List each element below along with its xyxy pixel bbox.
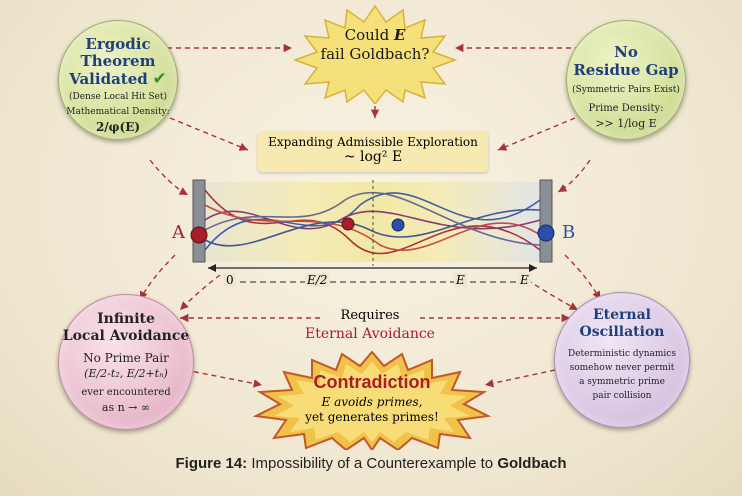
- endpoint-label-a: A: [172, 222, 185, 243]
- question-text: Could E fail Goldbach?: [300, 26, 450, 64]
- right-wall: [539, 179, 553, 263]
- avoidance-title-line2: Local Avoidance: [62, 328, 190, 344]
- left-wall: [192, 179, 206, 263]
- ergodic-density-label: Mathematical Density:: [66, 107, 170, 117]
- ergodic-density-value: 2/φ(E): [95, 120, 141, 134]
- oscillation-line2: somehow never permit: [569, 363, 675, 373]
- particle-b: [537, 224, 555, 242]
- avoidance-title-line1: Infinite: [97, 311, 155, 327]
- contradiction-starburst: [252, 350, 492, 450]
- oscillation-line1: Deterministic dynamics: [568, 349, 676, 359]
- axis-tick-e-end: E: [518, 273, 531, 287]
- eternal-oscillation-bubble: Eternal Oscillation Deterministic dynami…: [554, 292, 690, 428]
- arrow-residue-to-wall: [557, 159, 591, 193]
- oscillation-title-line2: Oscillation: [579, 324, 665, 340]
- axis-right-arrowhead: [529, 264, 537, 272]
- exploration-line1: Expanding Admissible Exploration: [268, 135, 478, 149]
- contradiction-line2: yet generates primes!: [305, 410, 439, 424]
- caption-body: Impossibility of a Counterexample to: [247, 455, 498, 472]
- arrow-residue-to-exploration: [497, 117, 576, 151]
- axis-tick-zero: 0: [224, 273, 236, 287]
- residue-title-line1: No: [614, 43, 638, 61]
- contradiction-line1: E avoids primes,: [321, 395, 423, 409]
- ergodic-title-line1: Ergodic: [85, 35, 151, 53]
- particle-a: [190, 226, 208, 244]
- oscillation-title-line1: Eternal: [593, 307, 651, 323]
- particle-mid-red: [341, 217, 355, 231]
- oscillation-line3: a symmetric prime: [579, 377, 665, 387]
- ergodic-title-validated: Validated: [69, 70, 148, 88]
- contradiction-title: Contradiction: [313, 372, 431, 392]
- axis-left-arrowhead: [208, 264, 216, 272]
- residue-title-line2: Residue Gap: [573, 61, 679, 79]
- oscillation-line4: pair collision: [592, 391, 652, 401]
- ergodic-title-line2: Theorem: [80, 52, 156, 70]
- avoidance-line2: ever encountered: [81, 387, 171, 398]
- residue-gap-bubble: No Residue Gap (Symmetric Pairs Exist) P…: [566, 20, 686, 140]
- particle-mid-blue: [391, 218, 405, 232]
- arrow-avoidance-to-contradiction: [184, 369, 263, 388]
- exploration-banner: Expanding Admissible Exploration ~ log² …: [258, 132, 488, 172]
- arrow-ergodic-to-wall: [149, 159, 189, 196]
- exploration-line2: ~ log² E: [343, 149, 403, 165]
- avoidance-pair: (E/2-t₂, E/2+tₙ): [84, 367, 168, 380]
- endpoint-label-b: B: [562, 222, 576, 243]
- requires-eternal-avoidance: Eternal Avoidance: [305, 326, 435, 342]
- avoidance-line1: No Prime Pair: [83, 351, 169, 365]
- local-avoidance-bubble: Infinite Local Avoidance No Prime Pair (…: [58, 294, 194, 430]
- arrow-wall-to-oscillation: [564, 254, 601, 301]
- caption-prefix: Figure 14:: [175, 455, 248, 472]
- arrow-wall-to-avoidance: [139, 254, 176, 301]
- arrow-axis-to-avoidance: [179, 274, 221, 311]
- checkmark-icon: ✔: [152, 69, 167, 89]
- ergodic-title-line3: Validated ✔: [59, 69, 177, 89]
- ergodic-theorem-bubble: Ergodic Theorem Validated ✔ (Dense Local…: [58, 20, 178, 140]
- avoidance-line3: as n → ∞: [101, 401, 151, 414]
- residue-density-label: Prime Density:: [588, 103, 664, 114]
- question-line2: fail Goldbach?: [320, 45, 430, 63]
- axis-tick-half: E/2: [305, 273, 330, 287]
- question-starburst: [292, 4, 458, 104]
- question-line1: Could: [344, 26, 394, 44]
- residue-density-value: >> 1/log E: [595, 117, 657, 130]
- arrow-oscillation-to-contradiction: [484, 369, 556, 388]
- caption-suffix: Goldbach: [497, 455, 567, 472]
- residue-subtitle: (Symmetric Pairs Exist): [572, 85, 680, 95]
- ergodic-subtitle: (Dense Local Hit Set): [68, 92, 168, 102]
- question-variable: E: [393, 26, 406, 44]
- figure-caption: Figure 14: Impossibility of a Counterexa…: [0, 455, 742, 472]
- axis-tick-e-mid: E: [454, 273, 467, 287]
- requires-label: Requires: [340, 308, 400, 323]
